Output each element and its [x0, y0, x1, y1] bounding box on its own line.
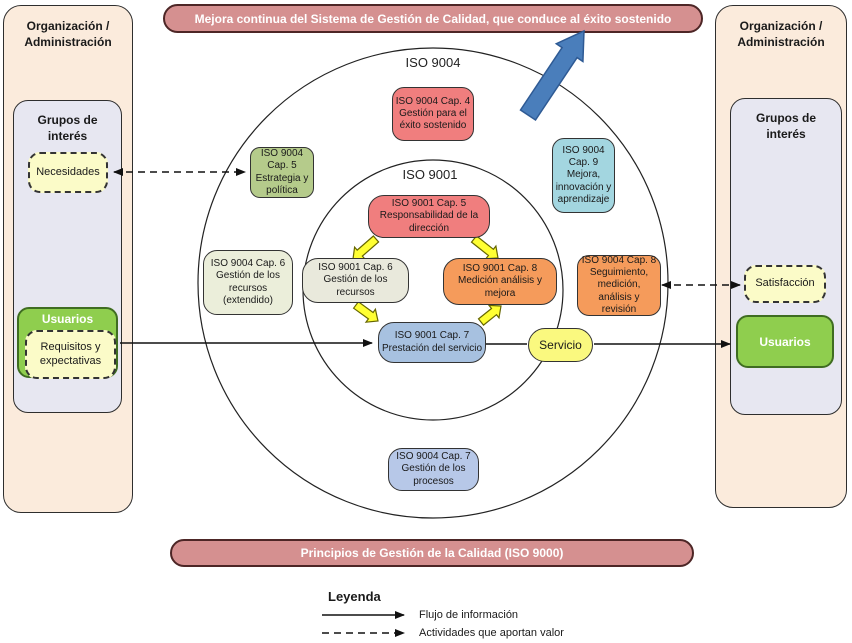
satisfaction-note: Satisfacción [744, 265, 826, 303]
bottom-banner: Principios de Gestión de la Calidad (ISO… [170, 539, 694, 567]
left-organization-title: Organización / Administración [24, 19, 112, 49]
inner-ring-label: ISO 9001 [402, 167, 458, 182]
right-users-box: Usuarios [736, 315, 834, 368]
cap5-to-cap6-yellow-arrow [352, 235, 380, 260]
node-iso9001-cap7: ISO 9001 Cap. 7 Prestación del servicio [378, 322, 486, 363]
node-iso9001-cap5: ISO 9001 Cap. 5 Responsabilidad de la di… [368, 195, 490, 238]
left-users-label: Usuarios [41, 312, 94, 326]
node-iso9004-cap4: ISO 9004 Cap. 4 Gestión para el éxito so… [392, 87, 474, 141]
requirements-note: Requisitos y expectativas [25, 330, 116, 379]
node-iso9001-cap8: ISO 9001 Cap. 8 Medición análisis y mejo… [443, 258, 557, 305]
left-users-box: Usuarios Requisitos y expectativas [17, 307, 118, 379]
right-organization-title: Organización / Administración [737, 19, 825, 49]
cap5-to-cap8-yellow-arrow [470, 235, 499, 260]
right-users-label: Usuarios [759, 334, 811, 349]
legend-dashed-label: Actividades que aportan valor [419, 627, 564, 639]
node-iso9004-cap6: ISO 9004 Cap. 6 Gestión de los recursos … [203, 250, 293, 315]
right-stakeholders-title: Grupos de interés [755, 111, 816, 141]
continuous-improvement-arrow [519, 29, 585, 122]
legend-title: Leyenda [328, 589, 381, 604]
node-iso9004-cap8: ISO 9004 Cap. 8 Seguimiento, medición, a… [577, 255, 661, 316]
node-iso9001-cap6: ISO 9001 Cap. 6 Gestión de los recursos [302, 258, 409, 303]
left-stakeholders-title: Grupos de interés [37, 113, 98, 143]
node-iso9004-cap5: ISO 9004 Cap. 5 Estrategia y política [250, 147, 314, 198]
node-iso9004-cap9: ISO 9004 Cap. 9 Mejora, innovación y apr… [552, 138, 615, 213]
needs-note: Necesidades [28, 152, 108, 193]
legend-solid-label: Flujo de información [419, 609, 519, 621]
outer-ring-label: ISO 9004 [405, 55, 461, 70]
node-iso9004-cap7: ISO 9004 Cap. 7 Gestión de los procesos [388, 448, 479, 491]
top-banner: Mejora continua del Sistema de Gestión d… [163, 4, 703, 33]
node-servicio: Servicio [528, 328, 593, 362]
cap6-to-cap7-yellow-arrow [352, 300, 379, 323]
cap7-to-cap8-yellow-arrow [477, 304, 502, 326]
